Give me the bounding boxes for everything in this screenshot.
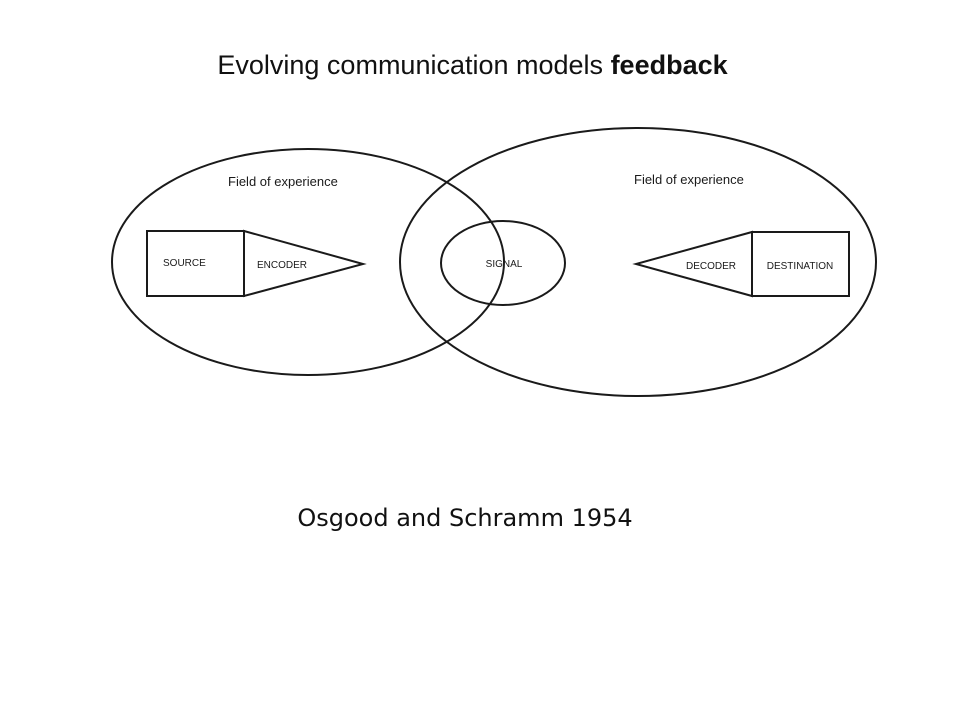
decoder-label: DECODER xyxy=(686,261,736,272)
destination-box xyxy=(751,231,850,297)
left-field-of-experience-ellipse xyxy=(111,148,505,376)
destination-label: DESTINATION xyxy=(767,261,833,272)
title-regular-text: Evolving communication models xyxy=(217,50,611,80)
encoder-label: ENCODER xyxy=(257,260,307,271)
left-field-label: Field of experience xyxy=(228,174,338,189)
signal-ellipse xyxy=(440,220,566,306)
encoder-triangle xyxy=(243,229,367,298)
source-label: SOURCE xyxy=(163,258,206,269)
title-bold-text: feedback xyxy=(610,50,728,80)
signal-label: SIGNAL xyxy=(486,259,523,270)
right-field-label: Field of experience xyxy=(634,172,744,187)
diagram-caption: Osgood and Schramm 1954 xyxy=(297,504,633,532)
right-field-of-experience-ellipse xyxy=(399,127,877,397)
slide-title: Evolving communication models feedback xyxy=(0,50,945,81)
